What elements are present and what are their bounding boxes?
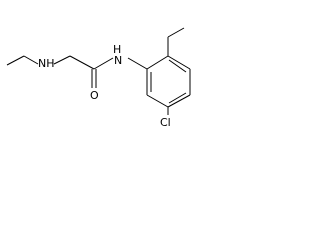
ring-inner-bond-b xyxy=(168,92,187,104)
bond-methyl-ch2 xyxy=(6,55,25,66)
carbonyl-oxygen-label: O xyxy=(90,89,99,102)
bond-ch2-carbonyl xyxy=(69,55,95,70)
bond-nh-ring xyxy=(127,57,148,70)
ring-bond-c6-c1 xyxy=(146,55,169,70)
ring-bond-c2-c3 xyxy=(146,94,169,108)
amide-h-label: H xyxy=(113,43,121,56)
bond-nh-ch2 xyxy=(53,55,71,65)
ring-bond-c5-c6 xyxy=(167,55,191,70)
bond-methyl-tail xyxy=(167,27,185,38)
chlorine-label: Cl xyxy=(160,116,171,129)
ring-bond-c3-c4 xyxy=(167,94,191,108)
bond-ch2-nh xyxy=(23,55,39,65)
chemical-structure: NH H N O Cl xyxy=(6,27,191,129)
ring-inner-bond-c xyxy=(168,59,187,73)
amine-nitrogen-label: NH xyxy=(38,57,55,70)
amide-nitrogen-label: N xyxy=(114,54,122,67)
bond-carbonyl-nh xyxy=(93,57,114,70)
structure-canvas: NH H N O Cl xyxy=(0,0,225,132)
